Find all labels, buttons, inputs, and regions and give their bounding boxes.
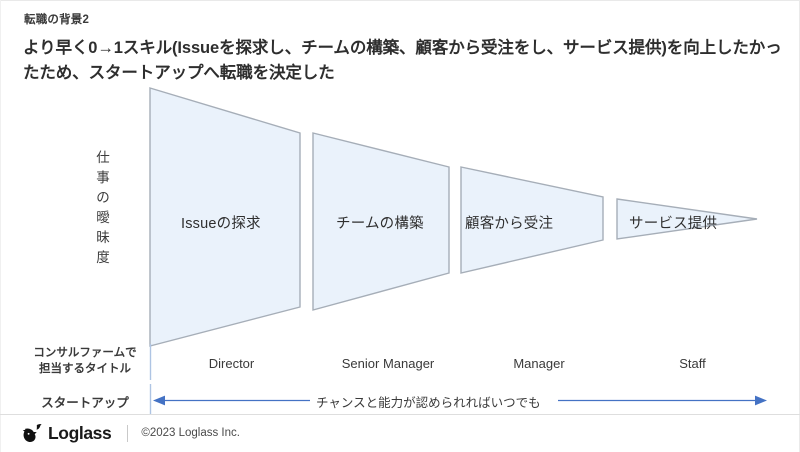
funnel-shape-3 (460, 166, 604, 274)
loglass-wordmark: Loglass (48, 422, 112, 443)
job-title-staff: Staff (679, 356, 706, 371)
job-title-director: Director (208, 356, 255, 371)
footer-separator (127, 424, 129, 442)
consulting-row-caption-line1: コンサルファームで (33, 347, 137, 359)
y-axis-label: 仕事の曖昧度 (96, 150, 110, 265)
loglass-whale-icon (22, 424, 42, 442)
consulting-row-caption: コンサルファームで 担当するタイトル (27, 345, 143, 377)
job-title-senior-manager: Senior Manager (341, 356, 435, 371)
funnel-shape-2 (312, 132, 450, 311)
funnel-label-4: サービス提供 (629, 216, 718, 232)
arrow-caption-backdrop (310, 392, 558, 409)
funnel-label-1: Issueの探求 (181, 216, 261, 232)
job-title-manager: Manager (513, 356, 565, 371)
slide-footer: Loglass ©2023 Loglass Inc. (22, 420, 240, 446)
consulting-row-caption-line2: 担当するタイトル (39, 363, 131, 375)
funnel-shape-4 (616, 198, 758, 240)
page-edge-left (0, 0, 1, 452)
startup-arrow-caption: チャンスと能力が認められればいつでも (316, 396, 541, 410)
funnel-shape-1 (149, 87, 301, 347)
page-edge-top (0, 0, 800, 1)
slide-eyebrow: 転職の背景2 (24, 14, 90, 26)
funnel-label-2: チームの構築 (336, 216, 424, 232)
funnel-label-3: 顧客から受注 (465, 216, 554, 232)
copyright-text: ©2023 Loglass Inc. (141, 427, 240, 439)
footer-divider (0, 414, 800, 415)
slide-headline: より早く0→1スキル(Issueを探求し、チームの構築、顧客から受注をし、サービ… (23, 39, 782, 82)
startup-row-caption: スタートアップ (41, 396, 129, 410)
